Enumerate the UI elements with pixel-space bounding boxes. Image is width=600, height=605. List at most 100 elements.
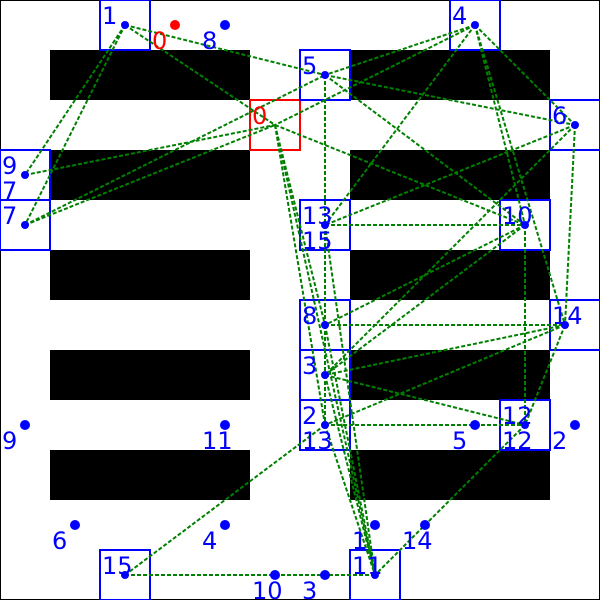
edge-n10-n8 bbox=[324, 224, 526, 326]
obstacle-right-bar-1 bbox=[350, 50, 550, 100]
point-marker-5 bbox=[470, 420, 480, 430]
edge-n6-n3 bbox=[324, 124, 576, 376]
region-label-4: 4 bbox=[452, 2, 467, 30]
edge-n4-n10 bbox=[474, 24, 526, 226]
edge-n14-n2 bbox=[324, 324, 566, 426]
region-label-13: 13 bbox=[302, 427, 333, 455]
point-label-10: 10 bbox=[252, 577, 283, 600]
point-label-2: 2 bbox=[552, 427, 567, 455]
point-label-8: 8 bbox=[202, 27, 217, 55]
point-label-11: 11 bbox=[202, 427, 233, 455]
edge-n0-n10 bbox=[274, 124, 526, 226]
region-label-9: 9 bbox=[2, 152, 17, 180]
edge-n7-n5 bbox=[24, 74, 326, 226]
region-label-11: 11 bbox=[352, 552, 383, 580]
edges-layer bbox=[24, 24, 576, 576]
region-label-6: 6 bbox=[552, 102, 567, 130]
edge-n6-n13 bbox=[324, 124, 576, 226]
region-label-8: 8 bbox=[302, 302, 317, 330]
edge-n4-n6 bbox=[474, 24, 576, 126]
edge-n12-n11 bbox=[374, 424, 526, 576]
start-region-label: 0 bbox=[252, 102, 267, 130]
edge-n9-n0 bbox=[24, 124, 276, 176]
region-box-7 bbox=[0, 199, 51, 251]
region-anchor-10 bbox=[521, 221, 529, 229]
point-label-3: 3 bbox=[302, 577, 317, 600]
point-marker-6 bbox=[70, 520, 80, 530]
edge-n3-n12 bbox=[324, 374, 526, 426]
region-anchor-9 bbox=[21, 171, 29, 179]
point-marker-2 bbox=[570, 420, 580, 430]
region-label-15: 15 bbox=[302, 227, 333, 255]
edge-n1-n0 bbox=[124, 24, 276, 126]
point-marker-8 bbox=[220, 20, 230, 30]
point-marker-11 bbox=[220, 420, 230, 430]
point-marker-1 bbox=[370, 520, 380, 530]
region-anchor-14 bbox=[561, 321, 569, 329]
region-anchor-5 bbox=[321, 71, 329, 79]
region-anchor-6 bbox=[571, 121, 579, 129]
edge-n13-n11 bbox=[324, 224, 376, 576]
edge-n4-n0 bbox=[274, 24, 476, 126]
region-label-13: 13 bbox=[302, 202, 333, 230]
start-point-label: 0 bbox=[152, 27, 167, 55]
obstacle-left-bar-1 bbox=[50, 50, 250, 100]
edge-n8-n11 bbox=[324, 324, 376, 576]
edge-n3-n11 bbox=[324, 374, 376, 576]
obstacle-left-bar-3 bbox=[50, 250, 250, 300]
obstacles-layer bbox=[50, 50, 550, 500]
region-anchor-3 bbox=[321, 371, 329, 379]
edge-n4-n5 bbox=[324, 24, 476, 76]
region-anchor-1 bbox=[121, 21, 129, 29]
region-label-12: 12 bbox=[502, 427, 533, 455]
point-marker-4 bbox=[220, 520, 230, 530]
edge-n2-n11 bbox=[324, 424, 376, 576]
edge-n1-n7 bbox=[24, 24, 126, 226]
point-label-1: 1 bbox=[352, 527, 367, 555]
region-label-7: 7 bbox=[2, 177, 17, 205]
region-label-7: 7 bbox=[2, 202, 17, 230]
region-label-15: 15 bbox=[102, 552, 133, 580]
region-anchor-15 bbox=[121, 571, 129, 579]
edge-n0-n2 bbox=[274, 124, 326, 426]
points-layer bbox=[20, 20, 580, 580]
edge-n0-n8 bbox=[274, 124, 326, 326]
region-label-5: 5 bbox=[302, 52, 317, 80]
region-label-1: 1 bbox=[102, 2, 117, 30]
point-label-9: 9 bbox=[2, 427, 17, 455]
edge-n5-n6 bbox=[324, 74, 576, 126]
point-label-4: 4 bbox=[202, 527, 217, 555]
edge-n1-n9 bbox=[24, 24, 126, 176]
region-label-10: 10 bbox=[502, 202, 533, 230]
edge-n4-n14 bbox=[474, 24, 566, 326]
region-label-3: 3 bbox=[302, 352, 317, 380]
edge-n6-n14 bbox=[564, 124, 576, 326]
region-label-12: 12 bbox=[502, 402, 533, 430]
region-box-1 bbox=[99, 0, 151, 51]
point-marker-10 bbox=[270, 570, 280, 580]
obstacle-right-bar-5 bbox=[350, 450, 550, 500]
edge-n7-n0 bbox=[24, 124, 276, 226]
point-label-6: 6 bbox=[52, 527, 67, 555]
region-anchor-4 bbox=[471, 21, 479, 29]
region-label-14: 14 bbox=[552, 302, 583, 330]
obstacle-right-bar-3 bbox=[350, 250, 550, 300]
edge-n14-n3 bbox=[324, 324, 566, 376]
point-marker-9 bbox=[20, 420, 30, 430]
obstacle-right-bar-4 bbox=[350, 350, 550, 400]
start-point-marker bbox=[170, 20, 180, 30]
obstacle-left-bar-5 bbox=[50, 450, 250, 500]
region-box-4 bbox=[449, 0, 501, 51]
point-marker-3 bbox=[320, 570, 330, 580]
region-anchor-7 bbox=[21, 221, 29, 229]
region-label-2: 2 bbox=[302, 402, 317, 430]
region-anchor-11 bbox=[371, 571, 379, 579]
point-label-14: 14 bbox=[402, 527, 433, 555]
region-anchor-13 bbox=[321, 221, 329, 229]
edge-n1-n5 bbox=[124, 24, 326, 76]
point-marker-14 bbox=[420, 520, 430, 530]
region-anchor-8 bbox=[321, 321, 329, 329]
